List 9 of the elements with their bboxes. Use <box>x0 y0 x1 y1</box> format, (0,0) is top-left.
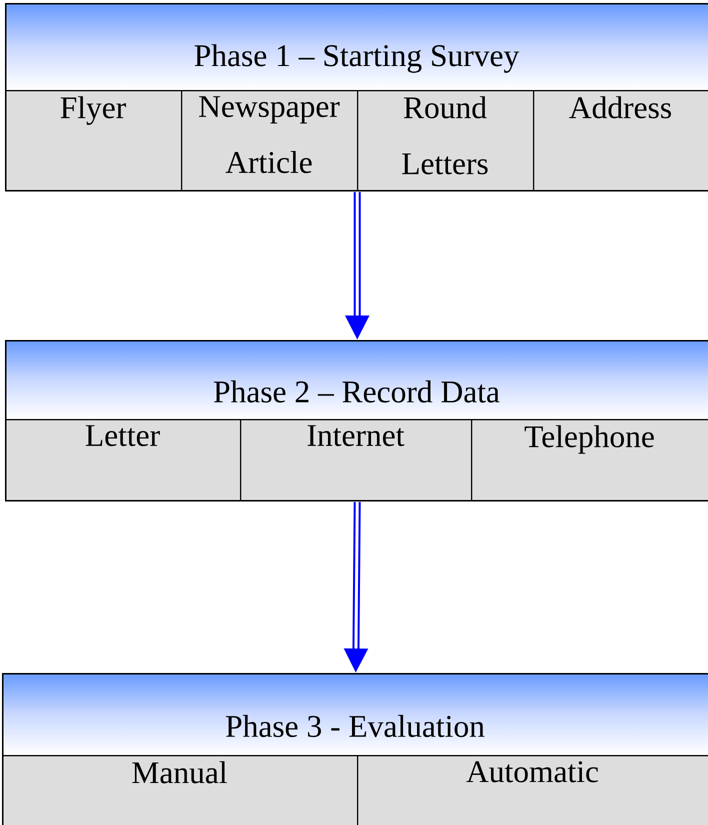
item-cell: Letter <box>5 419 242 502</box>
item-cell: Telephone <box>471 419 708 502</box>
item-cell: Round Letters <box>357 90 534 192</box>
item-cell: Internet <box>240 419 472 502</box>
item-cell: Automatic <box>357 755 708 825</box>
item-cell: Address <box>533 90 708 192</box>
item-cell: Manual <box>2 755 358 825</box>
item-cell: Flyer <box>5 90 182 192</box>
item-cell: Newspaper Article <box>181 90 358 192</box>
